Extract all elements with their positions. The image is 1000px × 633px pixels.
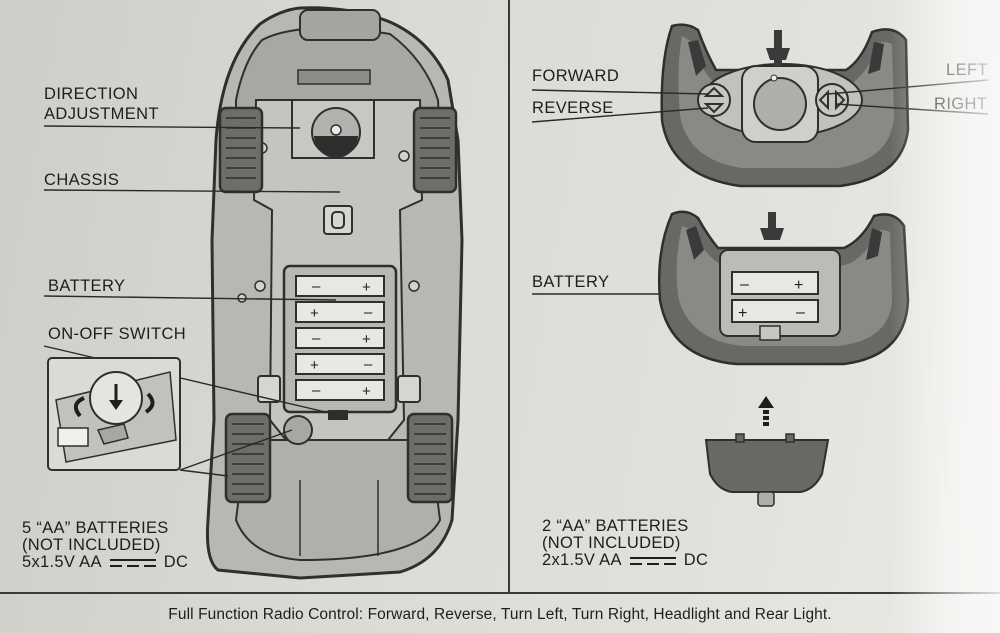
switch-detail-inset [47,357,293,477]
label-reverse: REVERSE [532,99,614,117]
power-led [770,74,778,82]
note-line-3: 5x1.5V AA DC [22,554,188,571]
car-panel: – + + – – + + – – + [0,0,510,592]
svg-text:–: – [740,276,749,293]
label-left: LEFT [946,61,988,79]
remote-panel: – + + – FORWARD REVER [510,0,1000,592]
car-rear [234,439,442,562]
label-battery-remote: BATTERY [532,273,610,291]
screw [398,150,410,162]
remote-illustration: – + + – [531,23,989,507]
dc-symbol-icon [629,556,676,566]
battery-cell [295,353,385,375]
battery-cell [295,301,385,323]
battery-cells: – + + – – + + – – + [295,275,385,401]
note-line-2: (NOT INCLUDED) [22,536,161,554]
chassis-clip [257,375,281,403]
steering-knob [753,77,807,131]
note-line-3: 2x1.5V AA DC [542,552,708,569]
battery-cell [731,271,819,295]
svg-text:+: + [310,305,319,322]
battery-cell [731,299,819,323]
label-chassis: CHASSIS [44,171,120,189]
battery-cover [704,433,830,507]
voltage-spec: 2x1.5V AA [542,551,622,569]
svg-text:+: + [362,279,371,296]
dc-label: DC [163,553,189,571]
wheel-rear-right [406,412,454,504]
switch-knob [57,427,89,447]
chassis-clip [397,375,421,403]
svg-text:–: – [312,330,321,347]
front-grille [297,69,371,85]
note-line-1: 2 “AA” BATTERIES [542,517,689,535]
dc-symbol-icon [109,558,156,568]
note-line-1: 5 “AA” BATTERIES [22,519,169,537]
left-right-button [815,83,849,117]
note-line-2: (NOT INCLUDED) [542,534,681,552]
chassis-clip [323,205,353,235]
label-line: ADJUSTMENT [44,105,159,123]
battery-cell [295,327,385,349]
battery-cell [295,275,385,297]
svg-text:+: + [738,305,747,322]
remote-battery-note: 2 “AA” BATTERIES (NOT INCLUDED) 2x1.5V A… [542,518,708,569]
label-forward: FORWARD [532,67,620,85]
svg-text:–: – [796,304,805,321]
wheel-rear-left [224,412,272,504]
battery-cell [295,379,385,401]
arrow-down-icon [703,103,725,114]
arrow-up-icon [758,396,774,426]
label-battery-car: BATTERY [48,277,126,295]
screw [408,280,420,292]
remote-back-view: – + + – [657,210,910,366]
svg-text:–: – [312,278,321,295]
direction-dial-scale [314,136,358,158]
svg-text:+: + [362,331,371,348]
footer-bar: Full Function Radio Control: Forward, Re… [0,592,1000,633]
screw [254,280,266,292]
svg-text:+: + [362,383,371,400]
svg-text:+: + [794,277,803,294]
car-chassis-illustration: – + + – – + + – – + [43,6,464,580]
svg-text:+: + [310,357,319,374]
label-right: RIGHT [934,95,988,113]
remote-front-view [660,23,910,188]
dc-label: DC [683,551,709,569]
footer-text: Full Function Radio Control: Forward, Re… [168,605,832,623]
svg-text:–: – [364,356,373,373]
rear-axle-gear [283,415,313,445]
label-direction-adjustment: DIRECTION ADJUSTMENT [44,84,159,124]
svg-text:–: – [312,382,321,399]
car-battery-note: 5 “AA” BATTERIES (NOT INCLUDED) 5x1.5V A… [22,520,188,571]
label-on-off-switch: ON-OFF SWITCH [48,325,187,343]
antenna [768,212,776,240]
on-off-switch [328,410,348,420]
wheel-front-right [412,106,458,194]
wheel-front-left [218,106,264,194]
front-bumper [299,9,381,41]
voltage-spec: 5x1.5V AA [22,553,102,571]
arrow-up-icon [703,86,725,97]
svg-text:–: – [364,304,373,321]
label-line: DIRECTION [44,85,139,103]
arrow-down-icon [109,400,123,410]
arrow-left-icon [818,89,829,111]
